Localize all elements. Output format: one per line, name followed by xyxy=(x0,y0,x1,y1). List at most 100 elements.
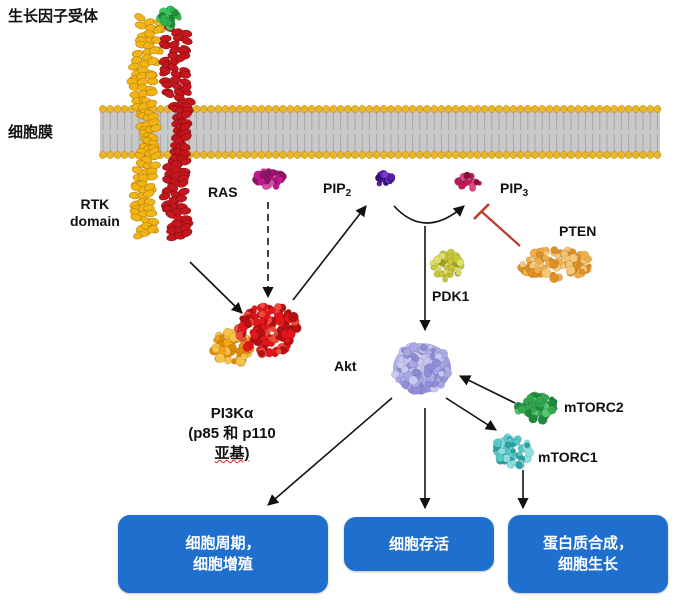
pdk1-label: PDK1 xyxy=(432,288,470,304)
rtk-yellow-subunit xyxy=(150,124,162,132)
pten-atom xyxy=(533,266,542,274)
mtorc1-atom xyxy=(493,450,499,456)
akt-atom xyxy=(443,369,452,378)
lipid-head xyxy=(300,105,309,113)
pten-atom xyxy=(523,264,530,271)
outcome-cell-cycle-line1: 细胞周期， xyxy=(185,535,261,552)
arrow-akt-to-mtorc1 xyxy=(445,397,497,431)
pip2-atom xyxy=(381,171,389,179)
ras-atom xyxy=(276,176,284,184)
lipid-head xyxy=(509,151,518,159)
ras-protein xyxy=(252,168,287,191)
pi3k-line3-text: 亚基) xyxy=(214,445,250,462)
lipid-head xyxy=(329,105,338,113)
rtk-yellow-subunit xyxy=(148,46,161,55)
mtorc2-atom xyxy=(543,394,550,401)
lipid-head xyxy=(257,151,266,159)
akt-atom xyxy=(408,342,419,352)
lipid-head xyxy=(307,151,316,159)
lipid-head xyxy=(487,151,496,159)
rtk-yellow-subunit xyxy=(146,88,158,97)
growth-factor-atom xyxy=(166,19,173,27)
lipid-head xyxy=(300,151,309,159)
lipid-head xyxy=(127,151,136,159)
pip3-label-sub: 3 xyxy=(522,188,529,199)
akt-atom xyxy=(435,377,441,383)
pi3k-p110-atom xyxy=(284,337,291,344)
lipid-head xyxy=(372,151,381,159)
lipid-head xyxy=(538,105,547,113)
lipid-head xyxy=(221,105,230,113)
cell-membrane-label: 细胞膜 xyxy=(8,124,54,141)
pi3k-p110-atom xyxy=(258,349,266,357)
pip3-atom xyxy=(473,178,480,186)
rtk-yellow-subunit xyxy=(134,13,146,22)
lipid-head xyxy=(653,151,662,159)
mtorc1-label: mTORC1 xyxy=(538,449,598,465)
rtk-red-subunit xyxy=(179,71,192,79)
rtk-red-subunit xyxy=(180,83,192,93)
growth-factor-receptor-label: 生长因子受体 xyxy=(8,8,99,25)
pten-atom xyxy=(550,246,559,255)
pi3k-line1: PI3Kα xyxy=(210,405,254,422)
lipid-head xyxy=(603,105,611,113)
akt-atom xyxy=(438,370,445,378)
lipid-head xyxy=(415,151,424,159)
pi3k-p110-atom xyxy=(261,335,268,341)
pten-atom xyxy=(565,265,576,276)
rtk-yellow-subunit xyxy=(145,99,158,108)
pten-atom xyxy=(561,250,567,257)
rtk-domain-line1: RTK xyxy=(80,196,110,212)
pi3k-p110-atom xyxy=(258,317,266,325)
outcome-growth-line1: 蛋白质合成， xyxy=(542,535,633,552)
lipid-head xyxy=(430,151,439,159)
pip2-atom xyxy=(387,173,396,182)
pten-atom xyxy=(549,273,559,283)
akt-protein xyxy=(391,342,453,395)
lipid-head xyxy=(538,151,547,159)
pdk1-atom xyxy=(442,268,449,275)
rtk-red-subunit xyxy=(177,179,189,188)
lipid-head xyxy=(401,151,410,159)
lipid-head xyxy=(207,151,215,159)
lipid-head xyxy=(646,151,655,159)
lipid-head xyxy=(610,151,619,159)
mtorc1-atom xyxy=(493,438,503,448)
akt-atom xyxy=(391,370,400,379)
pdk1-atom xyxy=(447,258,454,265)
arrow-rtk-to-pi3k xyxy=(189,261,243,314)
pten-atom xyxy=(586,263,592,269)
growth-factor-blob xyxy=(156,5,182,31)
rtk-yellow-receptor xyxy=(126,13,166,240)
pip3-atom xyxy=(463,171,472,180)
mtorc1-atom xyxy=(509,441,516,448)
lipid-head xyxy=(336,151,345,159)
lipid-head xyxy=(631,105,640,113)
lipid-head xyxy=(394,151,403,159)
lipid-head xyxy=(235,105,244,113)
inhibit-pten-to-pip3 xyxy=(481,211,521,247)
pi3k-p85-atom xyxy=(224,356,232,365)
pip3-label-main: PIP xyxy=(500,180,523,196)
akt-atom xyxy=(425,380,433,388)
pi3k-line2: (p85 和 p110 xyxy=(188,425,276,442)
lipid-head xyxy=(358,151,367,159)
lipid-head xyxy=(466,105,475,113)
pten-protein xyxy=(517,246,593,283)
pdk1-atom xyxy=(438,271,445,278)
pi3k-p110-atom xyxy=(275,348,282,355)
rtk-red-subunit xyxy=(180,29,193,38)
rtk-red-subunit xyxy=(159,40,170,50)
lipid-head xyxy=(552,151,561,159)
ras-atom xyxy=(257,177,266,186)
akt-atom xyxy=(413,369,420,376)
rtk-red-subunit xyxy=(180,157,192,166)
lipid-head xyxy=(516,105,525,113)
pi3k-line3: 亚基) xyxy=(172,444,292,464)
lipid-head xyxy=(437,105,446,113)
rtk-yellow-subunit xyxy=(145,209,158,218)
lipid-head xyxy=(581,105,590,113)
rtk-yellow-subunit xyxy=(147,217,160,226)
rtk-red-subunit xyxy=(180,132,192,142)
